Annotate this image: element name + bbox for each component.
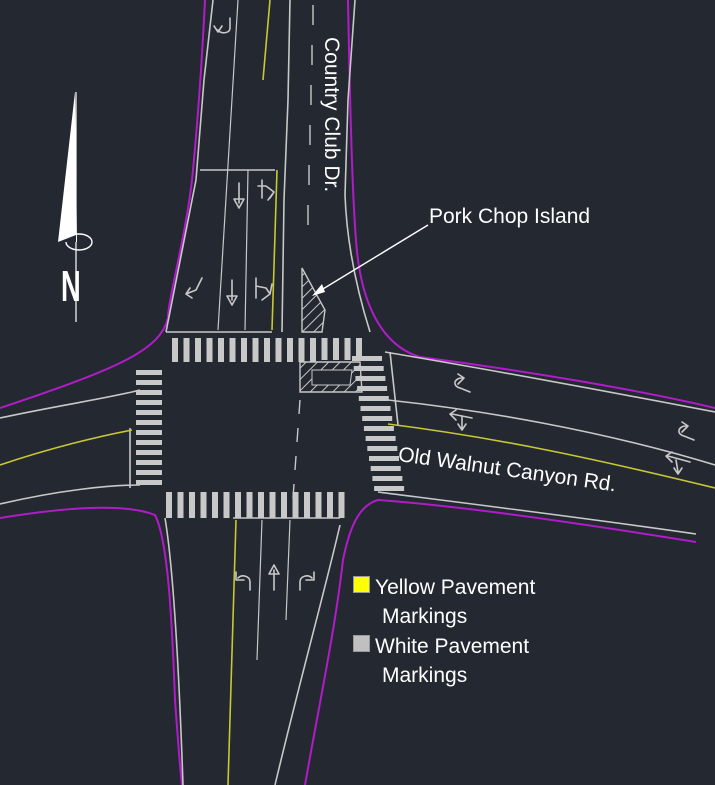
crosswalk-stripe — [136, 380, 162, 385]
crosswalk-stripe — [365, 436, 396, 441]
crosswalk-stripe — [269, 492, 276, 518]
crosswalk-stripe — [172, 338, 178, 362]
crosswalk-stripe — [281, 492, 287, 518]
legend-white: White Pavement Markings — [353, 632, 535, 690]
right-turn-arrow-icon — [257, 179, 275, 201]
crosswalk-stripe — [218, 338, 224, 362]
center-dashed-line — [292, 5, 314, 499]
right-turn-arrow-icon — [299, 571, 315, 591]
crosswalk-stripe — [358, 396, 389, 401]
crosswalk-stripe — [363, 426, 394, 431]
crosswalk-stripe — [195, 338, 201, 362]
crosswalk-stripe — [223, 492, 230, 518]
crosswalk-stripe — [369, 456, 399, 461]
country-club-dr-label: Country Club Dr. — [320, 37, 343, 193]
crosswalk-stripe — [287, 338, 293, 362]
legend-white-line1: White Pavement — [375, 635, 530, 658]
through-arrow-icon — [233, 182, 245, 209]
lane-arrows — [185, 17, 695, 591]
crosswalk-stripe — [310, 338, 316, 362]
crosswalk-stripe — [136, 480, 162, 485]
crosswalk-stripe — [352, 356, 382, 361]
crosswalk-stripe — [136, 450, 162, 455]
crosswalk-stripe — [212, 492, 218, 518]
crosswalk-stripe — [136, 410, 162, 415]
legend-yellow-line1: Yellow Pavement — [375, 576, 536, 599]
through-arrow-icon — [226, 279, 238, 306]
crosswalk-stripe — [246, 492, 253, 518]
crosswalk-stripe — [136, 400, 162, 405]
crosswalk-stripe — [183, 338, 190, 362]
crosswalk-stripe — [252, 338, 259, 362]
legend-white-line2: Markings — [382, 664, 468, 687]
yellow-swatch — [353, 576, 370, 593]
crosswalk-stripe — [360, 406, 391, 411]
crosswalk-stripe — [264, 338, 270, 362]
crosswalk-stripe — [355, 376, 386, 381]
legend-yellow: Yellow Pavement Markings — [353, 573, 535, 631]
lane-lines — [217, 0, 291, 661]
crosswalk-stripe — [166, 492, 172, 518]
crosswalk-stripe — [229, 338, 236, 362]
crosswalk-stripe — [241, 338, 247, 362]
crosswalk-stripe — [136, 370, 162, 375]
crosswalk-stripe — [357, 386, 388, 391]
left-turn-arrow-icon — [235, 571, 251, 591]
crosswalk-stripe — [321, 338, 328, 360]
crosswalk-stripe — [136, 440, 162, 445]
right-turn-arrow-icon — [255, 277, 273, 301]
left-turn-arrow-icon — [449, 409, 473, 431]
pork-chop-leader — [312, 224, 429, 296]
crosswalk-stripe — [315, 492, 322, 518]
through-arrow-icon — [268, 564, 280, 591]
crosswalk-stripe — [136, 420, 162, 425]
u-turn-arrow-icon — [678, 421, 695, 441]
crosswalk-stripe — [372, 476, 403, 481]
crosswalk-stripe — [136, 390, 162, 395]
pork-chop-island-label: Pork Chop Island — [429, 205, 591, 228]
north-label: N — [61, 262, 81, 311]
crosswalk-stripe — [258, 492, 264, 518]
legend: Yellow Pavement Markings White Pavement … — [353, 573, 535, 690]
left-turn-arrow-icon — [665, 451, 691, 475]
legend-yellow-line2: Markings — [382, 605, 468, 628]
crosswalk-stripe — [136, 470, 162, 475]
crosswalk-stripe — [356, 338, 362, 360]
crosswalk-stripe — [374, 486, 405, 491]
crosswalk-stripe — [353, 366, 384, 371]
crosswalk-stripe — [136, 460, 162, 465]
u-turn-arrow-icon — [454, 373, 471, 393]
crosswalk-stripe — [333, 338, 339, 360]
crosswalk-stripe — [298, 338, 305, 362]
crosswalk-stripe — [189, 492, 195, 518]
crosswalk-stripe — [327, 492, 333, 518]
crosswalk-stripe — [235, 492, 241, 518]
pork-chop-island — [299, 267, 363, 393]
left-turn-arrow-icon — [185, 277, 203, 299]
crosswalk-stripe — [206, 338, 213, 362]
crosswalk-stripe — [200, 492, 207, 518]
crosswalk-stripe — [275, 338, 282, 362]
crosswalk-stripe — [344, 338, 351, 360]
crosswalk-stripe — [177, 492, 184, 518]
u-turn-arrow-icon — [213, 17, 231, 34]
crosswalk-stripe — [338, 492, 345, 518]
crosswalk-stripe — [362, 416, 393, 421]
crosswalk-stripe — [292, 492, 299, 518]
crosswalk-stripe — [367, 446, 398, 451]
north-arrow-icon — [58, 92, 93, 322]
white-swatch — [353, 635, 370, 652]
crosswalks — [136, 338, 405, 518]
crosswalk-stripe — [304, 492, 310, 518]
crosswalk-stripe — [370, 466, 401, 471]
crosswalk-stripe — [136, 430, 162, 435]
